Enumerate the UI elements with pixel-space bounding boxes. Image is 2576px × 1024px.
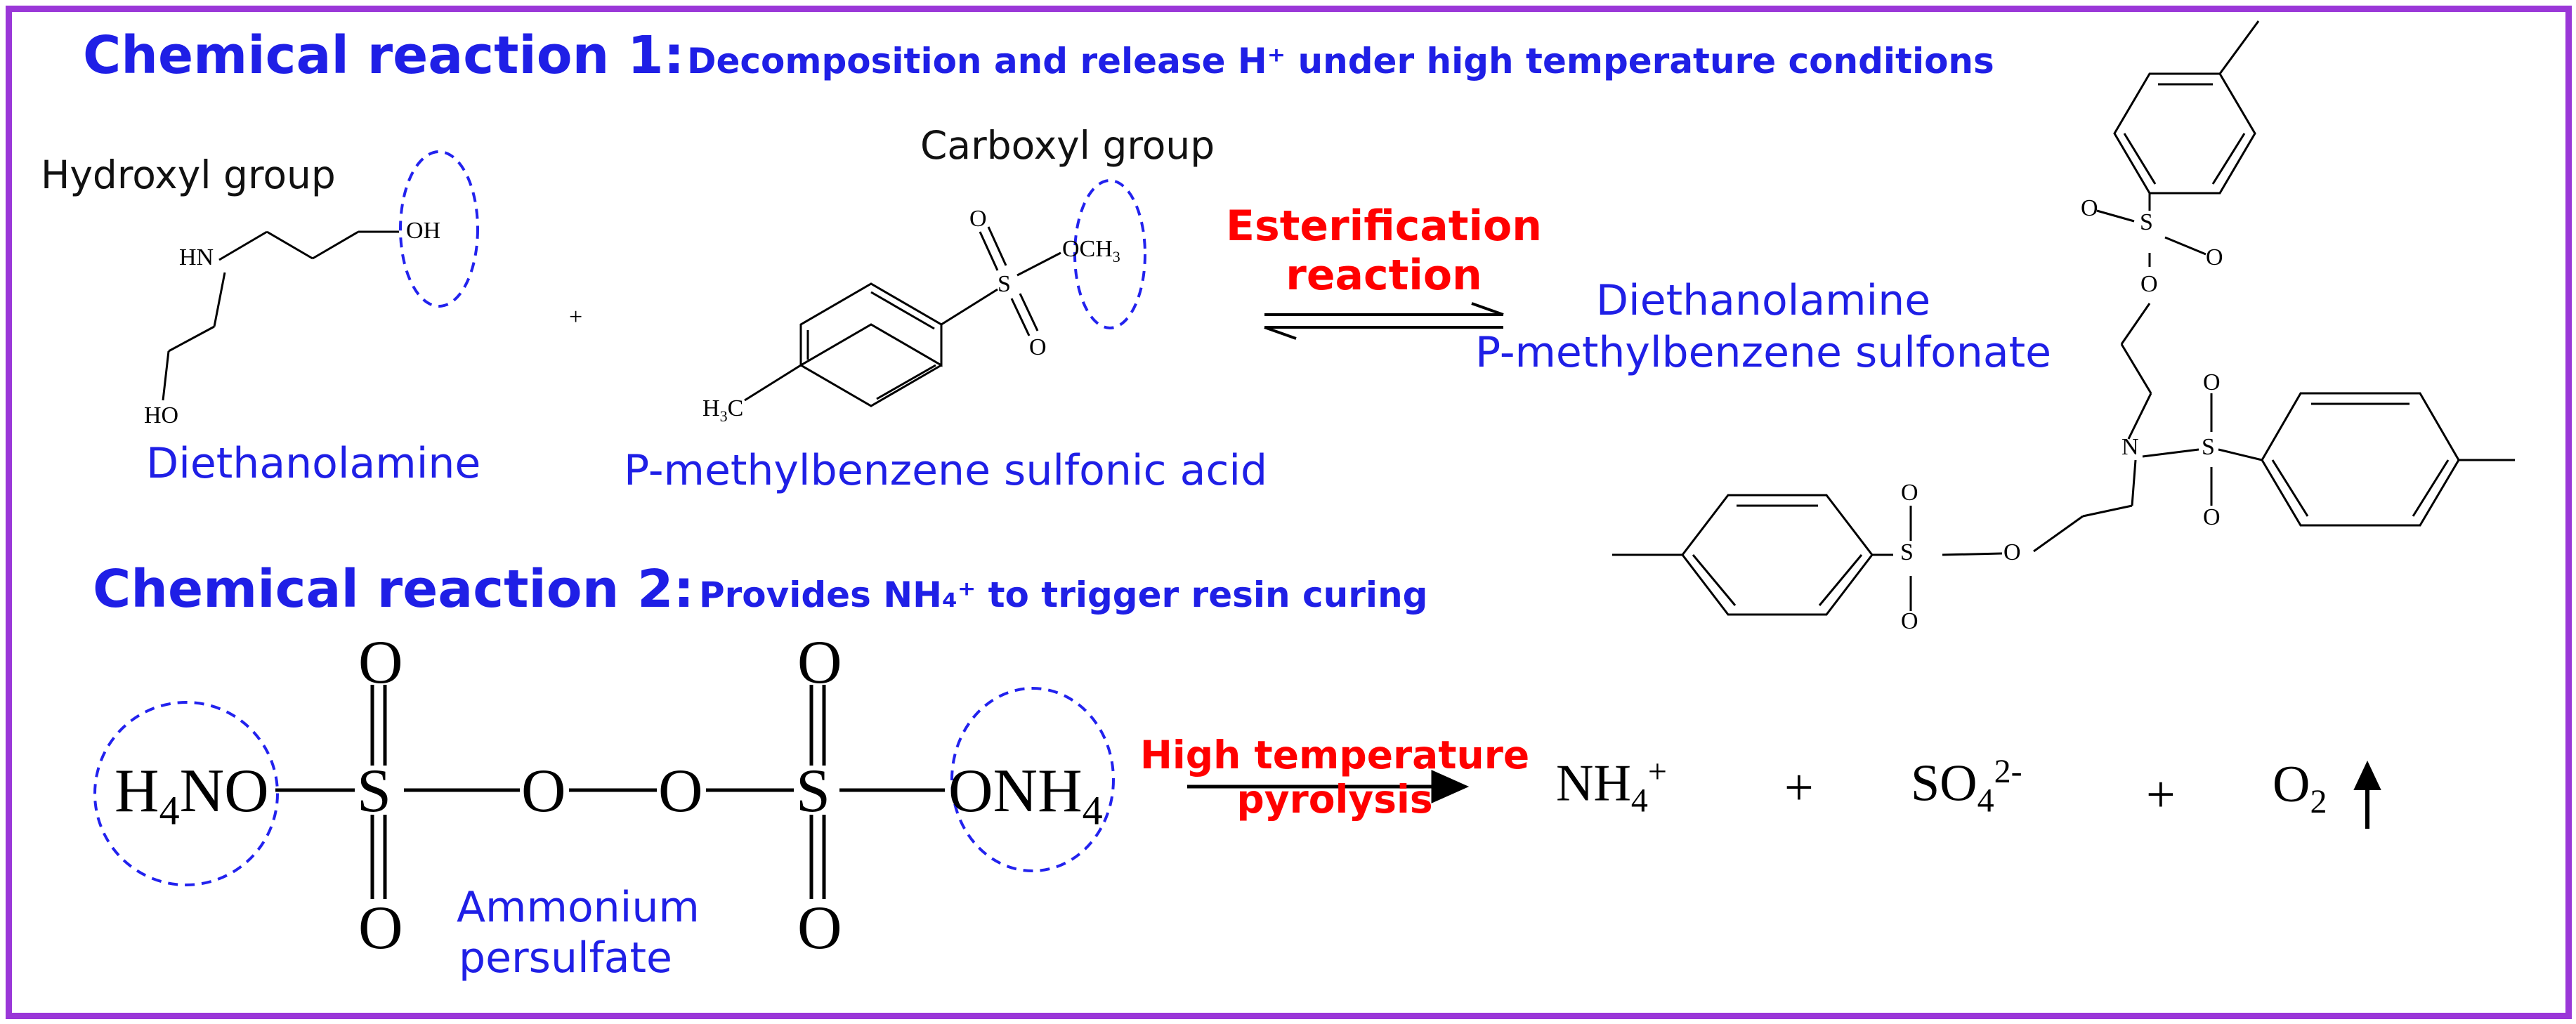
pyrolysis-label: High temperature pyrolysis bbox=[1139, 733, 1530, 822]
atom-o-product-top-right: O bbox=[2206, 244, 2223, 270]
atom-o-bridge-right: O bbox=[658, 757, 703, 825]
diethanolamine-bonds bbox=[162, 230, 399, 401]
atom-och3: OCH3 bbox=[1062, 236, 1120, 265]
product-plus-2: + bbox=[2146, 766, 2176, 824]
sulfonate-product-bonds bbox=[1612, 20, 2515, 616]
product-oxygen: O2 bbox=[2273, 756, 2327, 820]
atom-o-product-ester-top: O bbox=[2140, 271, 2158, 297]
ammonium-persulfate-name: Ammonium persulfate bbox=[457, 883, 700, 983]
atom-o-product-right-bottom: O bbox=[2203, 504, 2221, 530]
atom-onh4: ONH4 bbox=[948, 757, 1103, 834]
equilibrium-arrows bbox=[1264, 302, 1504, 340]
atom-s-product-left: S bbox=[1900, 539, 1914, 565]
ammonium-right-highlight-circle bbox=[950, 687, 1115, 872]
atom-o-product-ester-bottom: O bbox=[2003, 539, 2021, 565]
atom-s-product-top: S bbox=[2140, 209, 2153, 235]
reaction2-subtitle: Provides NH₄⁺ to trigger resin curing bbox=[699, 575, 1428, 615]
persulfate-bonds bbox=[275, 685, 945, 899]
carboxyl-highlight-circle bbox=[1073, 179, 1146, 329]
reaction1-plus: + bbox=[569, 304, 583, 330]
diagram-frame bbox=[6, 6, 2572, 1019]
sulfonic-acid-bonds bbox=[744, 226, 1061, 407]
atom-o-bridge-left: O bbox=[521, 757, 566, 825]
diethanolamine-name: Diethanolamine bbox=[146, 439, 481, 488]
atom-o-acid-bottom: O bbox=[1029, 334, 1047, 360]
atom-o-product-top-left: O bbox=[2081, 195, 2098, 221]
esterification-label: Esterification reaction bbox=[1226, 202, 1542, 300]
atom-o-right-top: O bbox=[797, 629, 842, 697]
hydroxyl-group-label: Hydroxyl group bbox=[41, 152, 336, 197]
sulfonic-acid-name: P-methylbenzene sulfonic acid bbox=[624, 446, 1268, 495]
atom-o-acid-top: O bbox=[969, 206, 987, 232]
atom-s-product-right: S bbox=[2202, 434, 2215, 460]
product-plus-1: + bbox=[1784, 759, 1814, 817]
reaction2-title: Chemical reaction 2: bbox=[93, 559, 695, 619]
atom-o-left-bottom: O bbox=[358, 894, 403, 962]
atom-h4no: H4NO bbox=[115, 757, 269, 834]
ammonium-left-highlight-circle bbox=[93, 701, 279, 886]
atom-s-right: S bbox=[796, 757, 830, 825]
atom-oh: OH bbox=[406, 218, 441, 244]
atom-o-product-right-top: O bbox=[2203, 369, 2221, 395]
atom-o-product-left-bottom: O bbox=[1901, 608, 1918, 634]
atom-o-left-top: O bbox=[358, 629, 403, 697]
reaction1-title: Chemical reaction 1: bbox=[83, 25, 685, 86]
product-ammonium-ion: NH4+ bbox=[1556, 753, 1667, 820]
atom-n-product: N bbox=[2121, 434, 2139, 460]
atom-ho: HO bbox=[144, 402, 179, 428]
product-name: Diethanolamine P-methylbenzene sulfonate bbox=[1475, 276, 2052, 377]
gas-evolution-arrow bbox=[2353, 760, 2381, 829]
product-sulfate-ion: SO42- bbox=[1911, 753, 2022, 820]
carboxyl-group-label: Carboxyl group bbox=[920, 123, 1215, 168]
atom-s-left: S bbox=[357, 757, 391, 825]
reaction1-subtitle: Decomposition and release H⁺ under high … bbox=[687, 41, 1994, 81]
pyrolysis-arrow bbox=[1187, 770, 1470, 803]
atom-h3c: H3C bbox=[702, 395, 744, 425]
atom-hn: HN bbox=[179, 244, 214, 270]
atom-o-product-left-top: O bbox=[1901, 480, 1918, 506]
atom-s-acid: S bbox=[998, 271, 1011, 297]
atom-o-right-bottom: O bbox=[797, 894, 842, 962]
hydroxyl-highlight-circle bbox=[399, 150, 479, 308]
